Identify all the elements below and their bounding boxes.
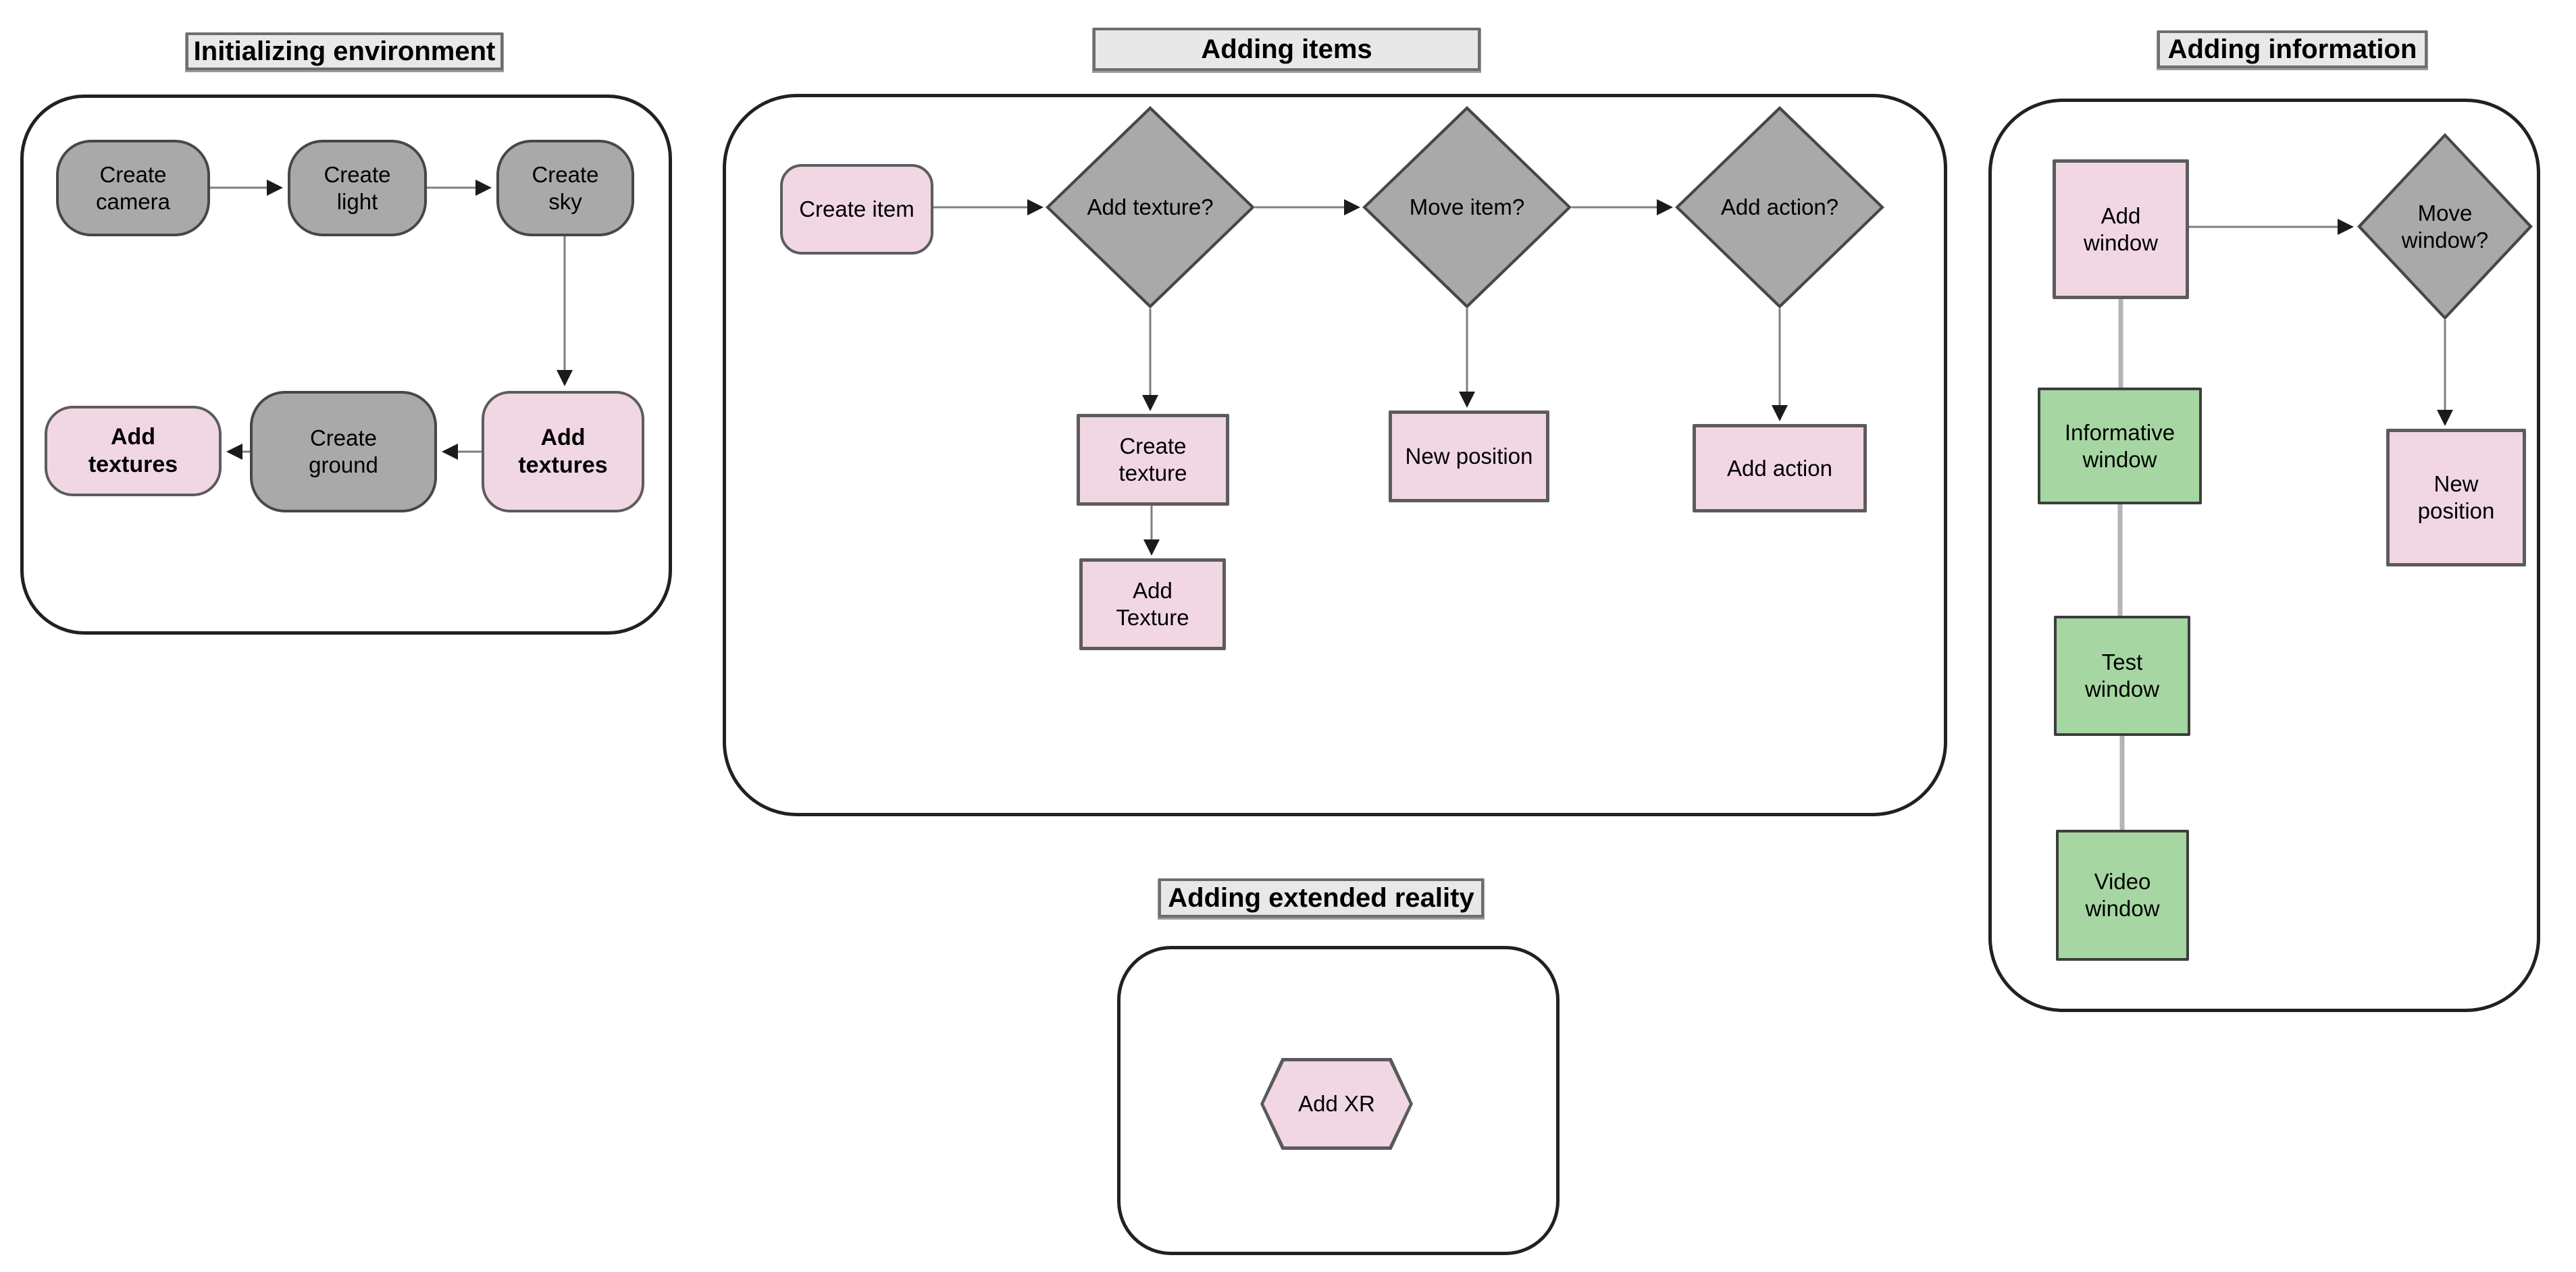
- section-title-adding-information: Adding information: [2157, 30, 2427, 68]
- section-title-adding-extended-reality: Adding extended reality: [1158, 878, 1484, 918]
- node-add-action: Add action: [1693, 424, 1867, 512]
- node-create-ground: Create ground: [250, 391, 437, 512]
- node-add-textures-right: Add textures: [482, 391, 644, 512]
- section-title-initializing-environment: Initializing environment: [186, 32, 503, 70]
- node-new-position-items: New position: [1389, 410, 1549, 502]
- node-create-sky: Create sky: [496, 140, 634, 236]
- node-add-textures-left: Add textures: [45, 406, 222, 496]
- node-add-xr: Add XR: [1260, 1058, 1413, 1150]
- node-add-xr-fill: [1264, 1061, 1410, 1146]
- node-create-camera: Create camera: [56, 140, 210, 236]
- node-create-light: Create light: [288, 140, 427, 236]
- node-add-texture: Add Texture: [1079, 558, 1226, 650]
- node-new-position-information: New position: [2386, 429, 2526, 566]
- section-container-adding-extended-reality: [1117, 946, 1560, 1255]
- node-informative-window: Informative window: [2038, 388, 2202, 504]
- section-title-adding-items: Adding items: [1093, 28, 1480, 71]
- node-test-window: Test window: [2054, 616, 2190, 736]
- node-create-texture: Create texture: [1077, 414, 1229, 506]
- node-create-item: Create item: [780, 164, 933, 255]
- node-video-window: Video window: [2056, 830, 2189, 961]
- node-add-window: Add window: [2053, 159, 2189, 299]
